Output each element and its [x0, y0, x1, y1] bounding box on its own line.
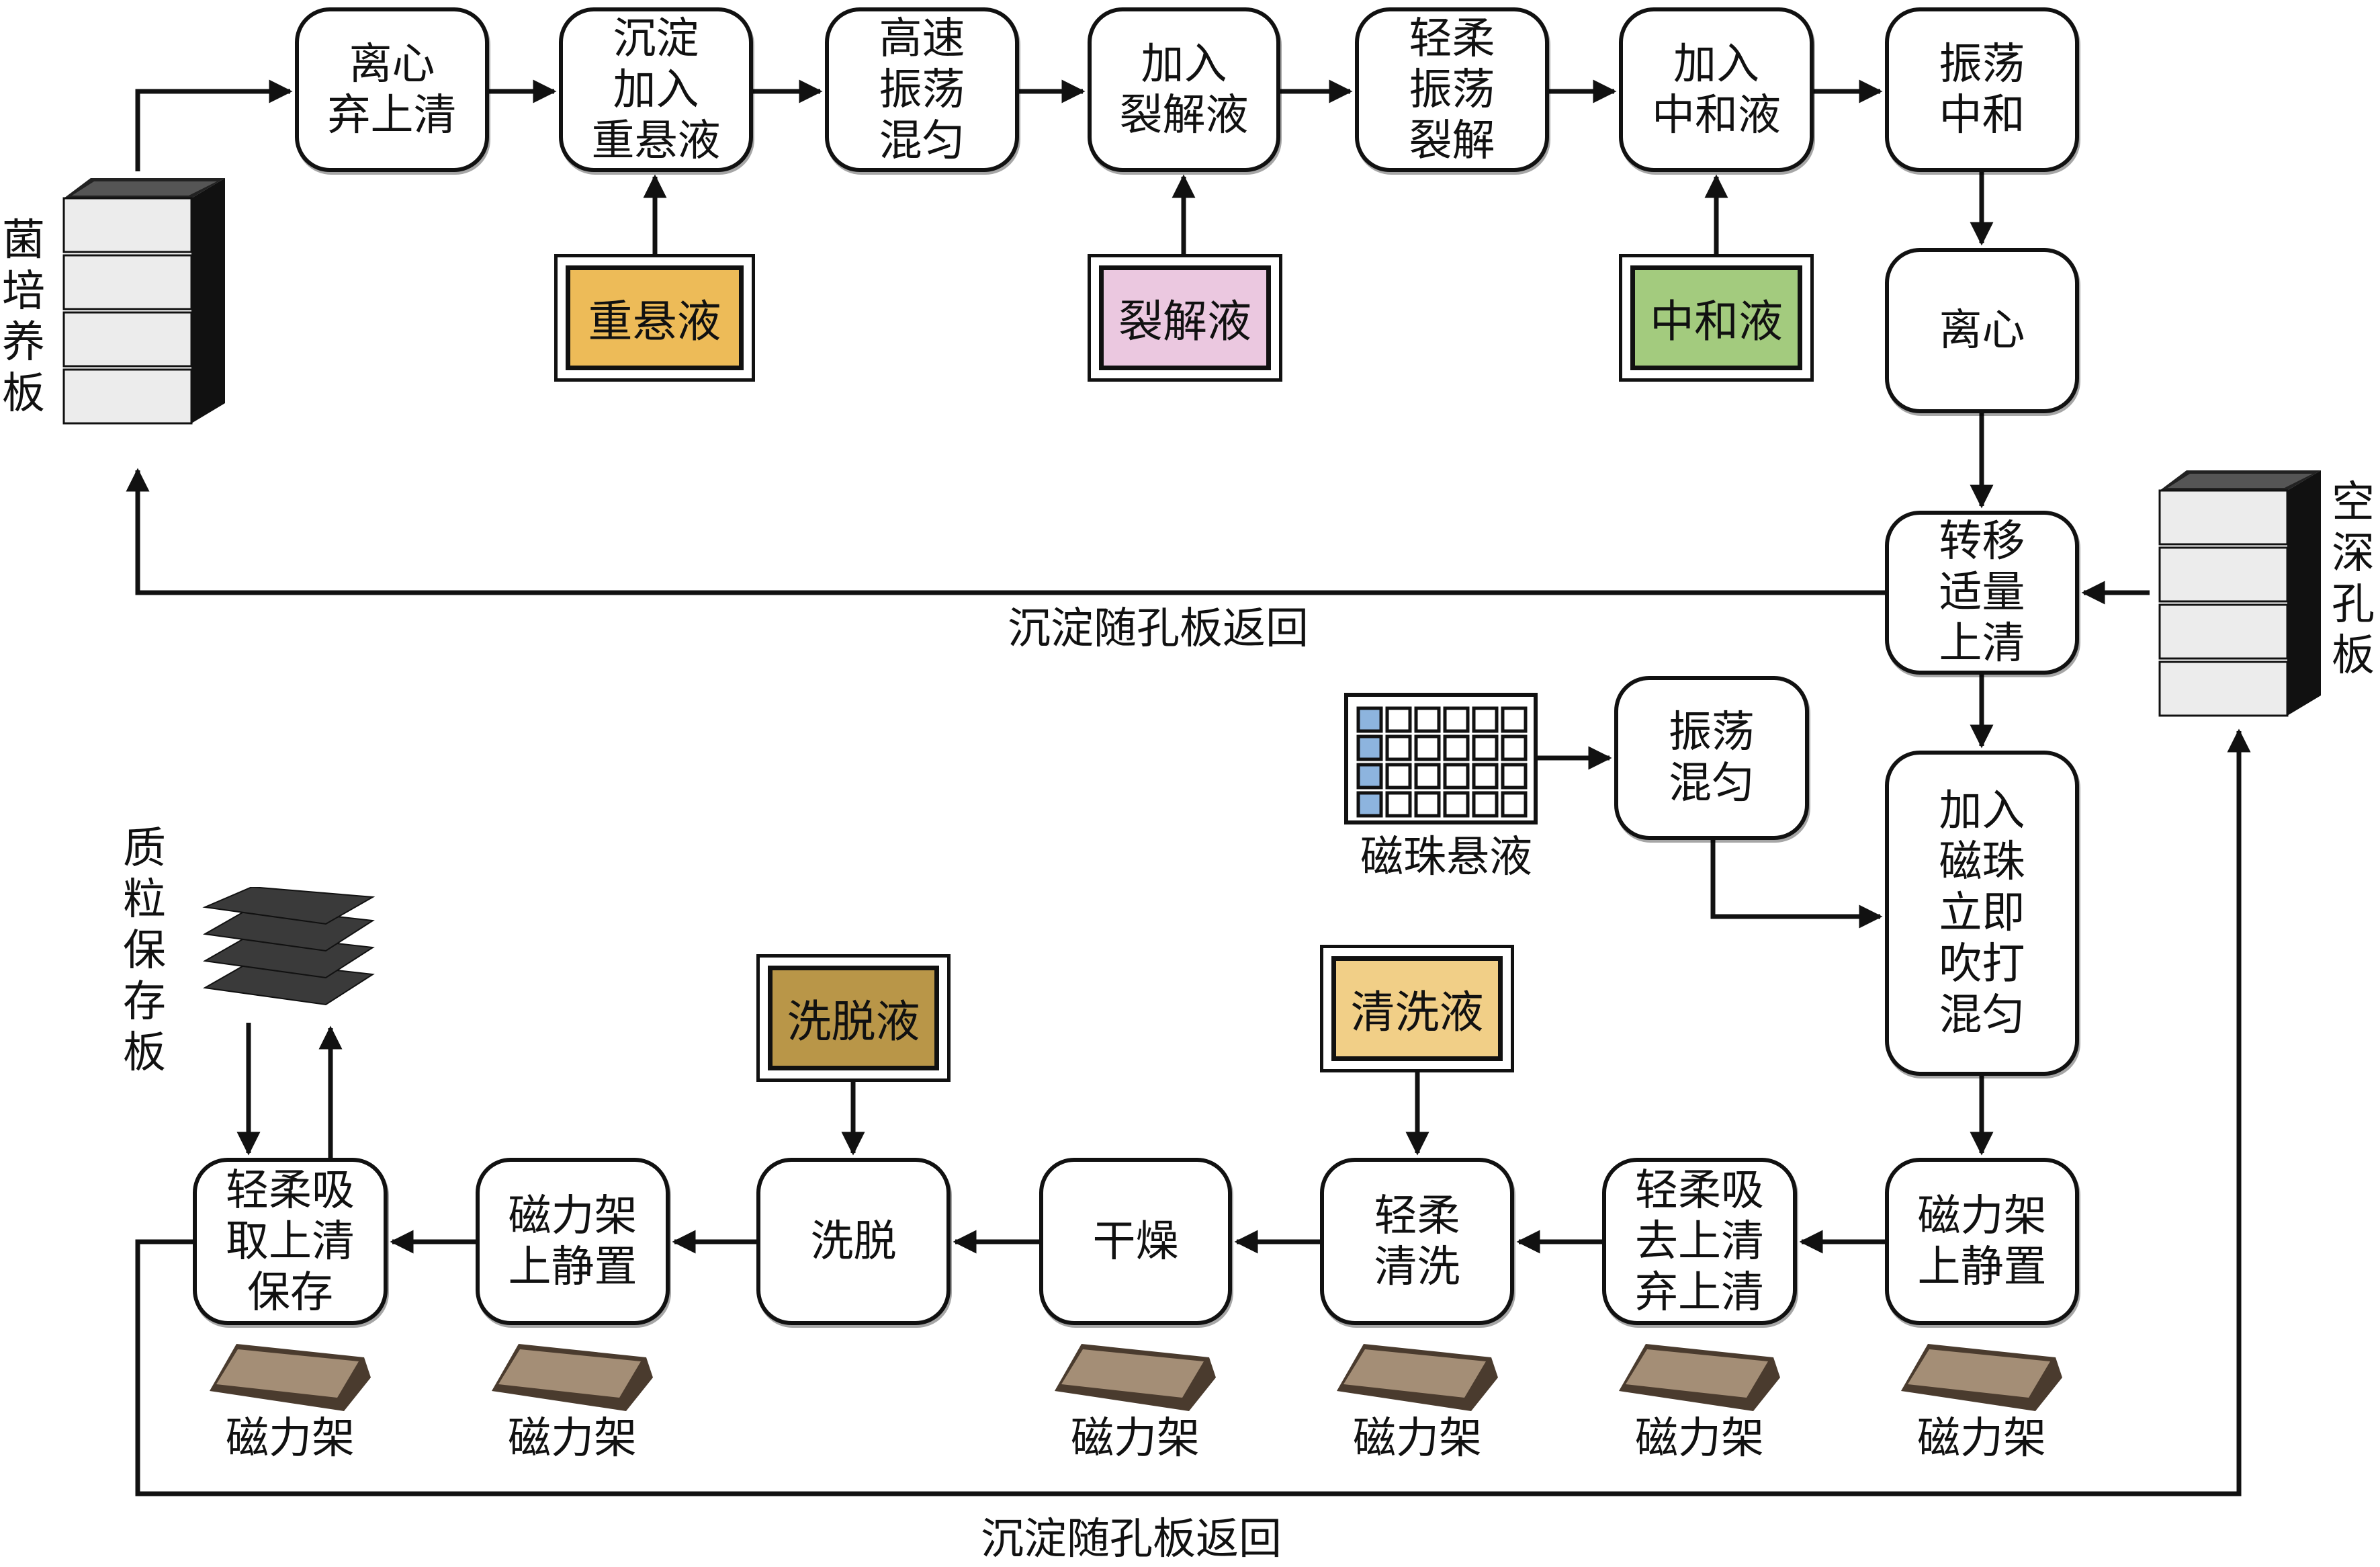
step-bead-mix: 振荡 混匀 — [1614, 676, 1809, 840]
step-rack-settle-2: 磁力架 上静置 — [476, 1158, 670, 1325]
step-centrifuge: 离心 — [1885, 248, 2079, 413]
bead-well-filled — [1356, 734, 1383, 761]
bead-well-empty — [1414, 734, 1441, 761]
bead-well-empty — [1414, 763, 1441, 790]
step-transfer-supernatant: 转移 适量 上清 — [1885, 511, 2079, 675]
step-gentle-wash: 轻柔 清洗 — [1320, 1158, 1514, 1325]
upper-return-label: 沉淀随孔板返回 — [1008, 604, 1309, 654]
magnetic-rack-label: 磁力架 — [1353, 1414, 1482, 1464]
magnetic-rack-icon — [1901, 1344, 2062, 1411]
bead-well-empty — [1385, 763, 1412, 790]
reagent-wash-label: 清洗液 — [1331, 956, 1503, 1061]
magnetic-rack-icon — [1619, 1344, 1780, 1411]
magnetic-rack-icon — [492, 1344, 653, 1411]
reagent-wash: 清洗液 — [1320, 945, 1514, 1072]
bead-suspension-label: 磁珠悬液 — [1360, 833, 1532, 882]
deep-well-plate-stack-icon — [2158, 470, 2321, 717]
bead-well-empty — [1472, 706, 1499, 733]
deep-well-plate-label: 空 深 孔 板 — [2332, 478, 2375, 681]
magnetic-rack-label: 磁力架 — [226, 1414, 355, 1464]
bead-well-empty — [1443, 791, 1470, 818]
culture-plate-stack-icon — [62, 178, 225, 425]
arrow-culture-to-centrifuge — [135, 79, 293, 171]
magnetic-rack-label: 磁力架 — [508, 1414, 637, 1464]
bead-well-empty — [1443, 763, 1470, 790]
culture-plate-layer — [62, 197, 193, 425]
bead-well-empty — [1472, 734, 1499, 761]
step-add-lysis: 加入 裂解液 — [1088, 7, 1280, 172]
bead-suspension-plate-icon — [1344, 693, 1538, 824]
bead-well-empty — [1385, 706, 1412, 733]
lower-return-label: 沉淀随孔板返回 — [981, 1515, 1282, 1564]
step-aspirate-store: 轻柔吸 取上清 保存 — [193, 1158, 388, 1325]
step-elute: 洗脱 — [756, 1158, 951, 1325]
bead-well-empty — [1501, 706, 1528, 733]
bead-well-empty — [1472, 763, 1499, 790]
magnetic-rack-icon — [1337, 1344, 1498, 1411]
magnetic-rack-label: 磁力架 — [1071, 1414, 1200, 1464]
step-high-speed-vortex: 高速 振荡 混匀 — [825, 7, 1019, 172]
reagent-lysis-label: 裂解液 — [1099, 265, 1271, 370]
bead-well-empty — [1443, 706, 1470, 733]
bead-well-empty — [1443, 734, 1470, 761]
bead-well-empty — [1472, 791, 1499, 818]
bead-well-empty — [1501, 734, 1528, 761]
reagent-neutralization: 中和液 — [1619, 254, 1814, 382]
bead-well-filled — [1356, 706, 1383, 733]
plasmid-storage-plate-label: 质 粒 保 存 板 — [123, 824, 166, 1078]
bead-well-filled — [1356, 791, 1383, 818]
plasmid-storage-plate-icon — [202, 887, 376, 1006]
bead-well-empty — [1385, 791, 1412, 818]
reagent-elution: 洗脱液 — [756, 954, 951, 1082]
arrow-mix-to-add-beads — [1710, 840, 1883, 929]
step-shake-neutralize: 振荡 中和 — [1885, 7, 2079, 172]
step-add-neutralization: 加入 中和液 — [1619, 7, 1814, 172]
arrow-lower-return — [135, 728, 2251, 1496]
reagent-neutralization-label: 中和液 — [1630, 265, 1802, 370]
bead-well-empty — [1501, 763, 1528, 790]
bead-well-empty — [1414, 706, 1441, 733]
bead-well-filled — [1356, 763, 1383, 790]
step-add-beads: 加入 磁珠 立即 吹打 混匀 — [1885, 751, 2079, 1076]
reagent-resuspension: 重悬液 — [554, 254, 755, 382]
step-centrifuge-discard: 离心 弃上清 — [295, 7, 489, 172]
reagent-elution-label: 洗脱液 — [768, 966, 939, 1070]
arrow-upper-return — [126, 468, 1885, 595]
magnetic-rack-icon — [1055, 1344, 1216, 1411]
step-dry: 干燥 — [1039, 1158, 1232, 1325]
bead-well-empty — [1501, 791, 1528, 818]
step-aspirate-discard: 轻柔吸 去上清 弃上清 — [1602, 1158, 1797, 1325]
reagent-resuspension-label: 重悬液 — [566, 265, 744, 370]
bead-well-empty — [1385, 734, 1412, 761]
step-rack-settle-1: 磁力架 上静置 — [1885, 1158, 2079, 1325]
step-gentle-lysis: 轻柔 振荡 裂解 — [1355, 7, 1549, 172]
culture-plate-label: 菌 培 养 板 — [2, 216, 45, 419]
magnetic-rack-label: 磁力架 — [1917, 1414, 2046, 1464]
reagent-lysis: 裂解液 — [1088, 254, 1282, 382]
bead-well-empty — [1414, 791, 1441, 818]
magnetic-rack-label: 磁力架 — [1635, 1414, 1764, 1464]
step-add-resuspension: 沉淀 加入 重悬液 — [559, 7, 753, 172]
magnetic-rack-icon — [210, 1344, 371, 1411]
